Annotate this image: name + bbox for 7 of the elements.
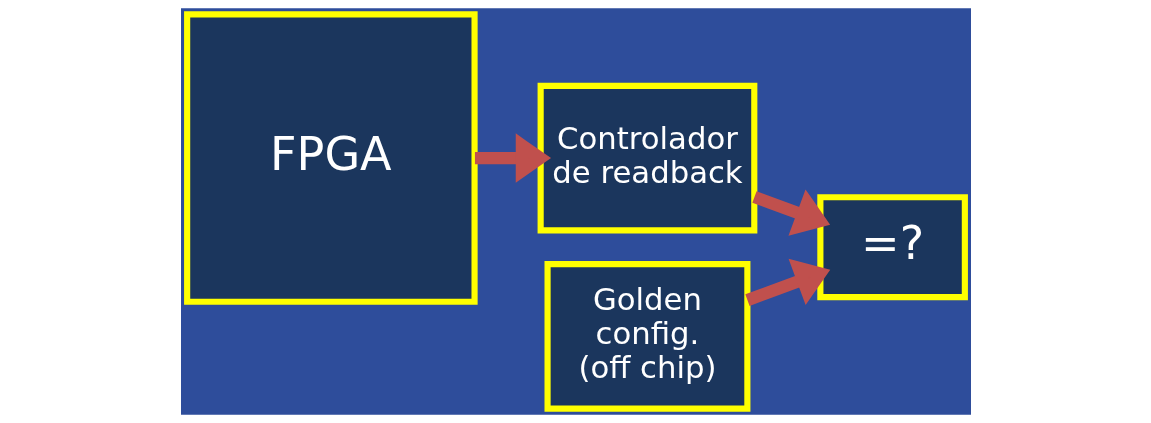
node-box: =? xyxy=(816,194,968,301)
node-box: FPGA xyxy=(183,11,478,305)
node-box: Golden config. (off chip) xyxy=(544,261,750,412)
node-box: Controlador de readback xyxy=(537,82,757,234)
arrow xyxy=(474,133,551,183)
arrow xyxy=(744,258,830,306)
arrow xyxy=(751,189,830,236)
